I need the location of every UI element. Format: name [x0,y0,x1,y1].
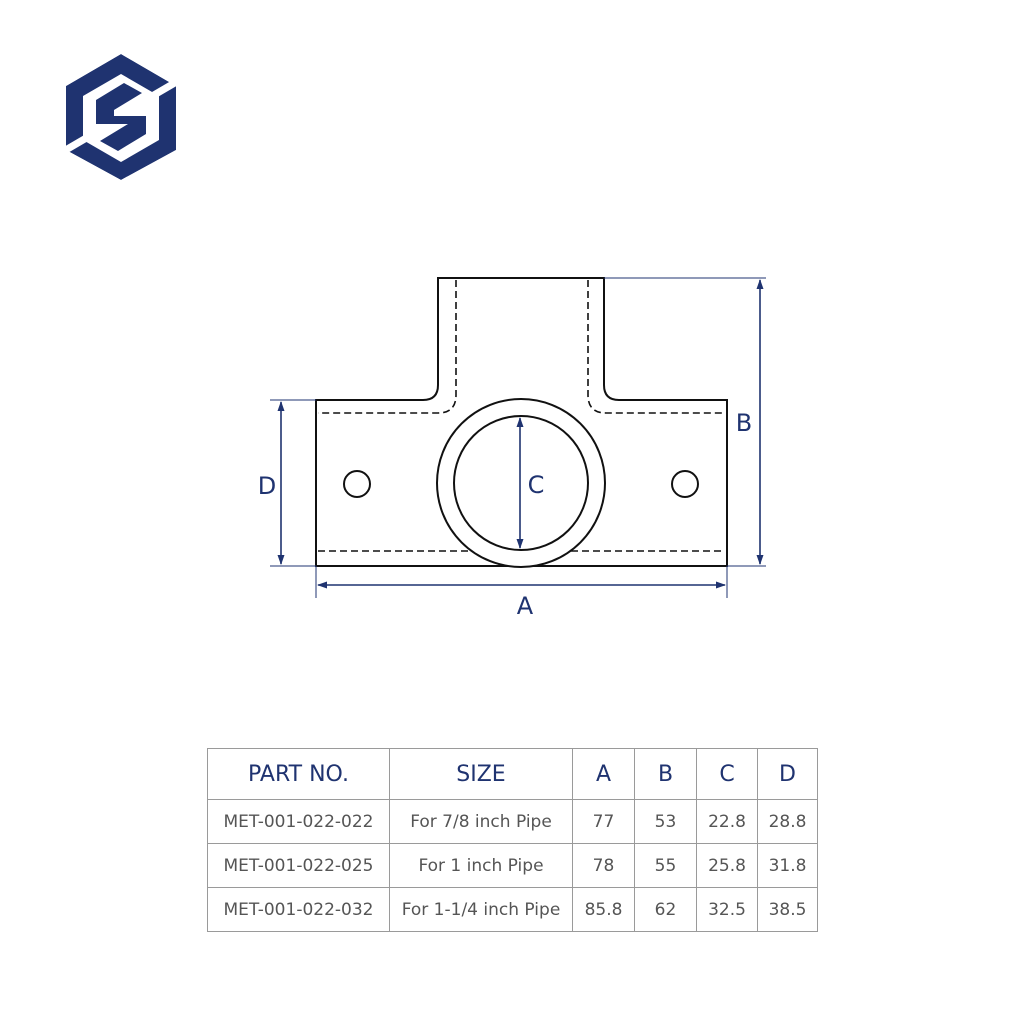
mounting-hole-left [343,470,371,498]
table-row: MET-001-022-032 For 1-1/4 inch Pipe 85.8… [207,887,818,932]
cell-b: 62 [634,887,697,932]
cell-a: 78 [572,843,635,888]
cell-size: For 1-1/4 inch Pipe [389,887,573,932]
table-header-row: PART NO. SIZE A B C D [207,748,818,800]
cell-d: 28.8 [757,799,818,844]
header-b: B [634,748,697,800]
header-d: D [757,748,818,800]
cell-size: For 7/8 inch Pipe [389,799,573,844]
pipe-fitting-drawing: A B C D [258,277,766,620]
cell-c: 25.8 [696,843,758,888]
extension-lines [270,277,766,598]
dimension-c-label: C [528,471,545,499]
mounting-hole-right [671,470,699,498]
pipe-collar [436,398,606,568]
header-a: A [572,748,635,800]
cell-d: 38.5 [757,887,818,932]
header-size: SIZE [389,748,573,800]
table-row: MET-001-022-022 For 7/8 inch Pipe 77 53 … [207,799,818,844]
cell-b: 55 [634,843,697,888]
dimension-a-label: A [517,592,534,620]
cell-c: 32.5 [696,887,758,932]
dimension-b-label: B [736,409,752,437]
cell-c: 22.8 [696,799,758,844]
cell-size: For 1 inch Pipe [389,843,573,888]
table-row: MET-001-022-025 For 1 inch Pipe 78 55 25… [207,843,818,888]
dimension-d-label: D [258,472,276,500]
cell-a: 77 [572,799,635,844]
hexagon-s-logo-icon [62,54,180,180]
header-c: C [696,748,758,800]
header-part-no: PART NO. [207,748,390,800]
cell-b: 53 [634,799,697,844]
cell-a: 85.8 [572,887,635,932]
cell-part-no: MET-001-022-032 [207,887,390,932]
cell-part-no: MET-001-022-022 [207,799,390,844]
cell-d: 31.8 [757,843,818,888]
specification-table: PART NO. SIZE A B C D MET-001-022-022 Fo… [207,748,818,932]
cell-part-no: MET-001-022-025 [207,843,390,888]
